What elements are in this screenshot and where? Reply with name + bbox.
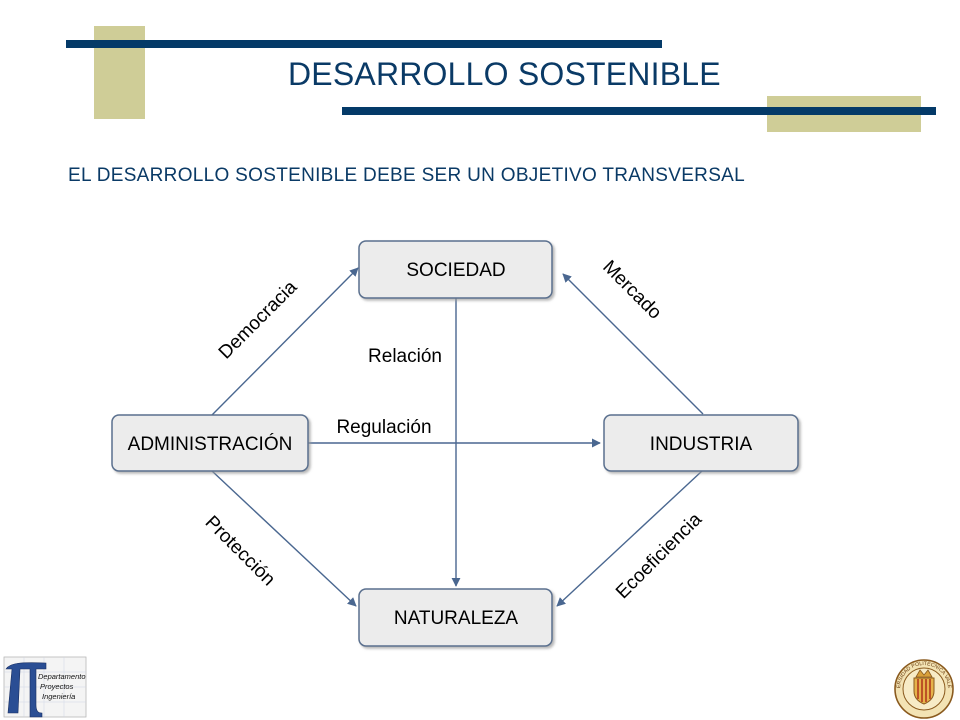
slide-title: DESARROLLO SOSTENIBLE — [288, 56, 721, 92]
pi-department-logo-icon: Departamento Proyectos Ingeniería — [3, 656, 87, 718]
header-rule-bottom — [342, 107, 936, 115]
edge-label-democracia: Democracia — [215, 277, 302, 364]
arrow-proteccion — [211, 470, 357, 607]
logo-line-1: Departamento — [38, 672, 86, 681]
node-administracion: ADMINISTRACIÓN — [111, 414, 309, 472]
node-sociedad: SOCIEDAD — [358, 240, 553, 299]
node-industria: INDUSTRIA — [603, 414, 799, 472]
edge-label-mercado: Mercado — [598, 257, 665, 324]
header-rule-top — [66, 40, 662, 48]
node-label-industria: INDUSTRIA — [650, 434, 753, 455]
edge-label-ecoeficiencia: Ecoeficiencia — [612, 509, 706, 603]
arrow-ecoeficiencia — [556, 470, 703, 607]
arrow-mercado — [562, 273, 704, 415]
node-label-administracion: ADMINISTRACIÓN — [128, 433, 293, 455]
edge-label-regulacion: Regulación — [336, 417, 431, 438]
edge-label-relacion: Relación — [368, 346, 442, 367]
arrow-democracia — [211, 267, 359, 416]
node-naturaleza: NATURALEZA — [358, 588, 553, 647]
slide-subtitle: EL DESARROLLO SOSTENIBLE DEBE SER UN OBJ… — [68, 165, 746, 186]
university-seal-icon: UNIVERSIDAD POLITÉCNICA VALENCIA — [892, 658, 954, 719]
logo-line-3: Ingeniería — [42, 692, 75, 701]
node-label-naturaleza: NATURALEZA — [394, 608, 519, 629]
node-label-sociedad: SOCIEDAD — [406, 260, 505, 281]
logo-line-2: Proyectos — [40, 682, 74, 691]
